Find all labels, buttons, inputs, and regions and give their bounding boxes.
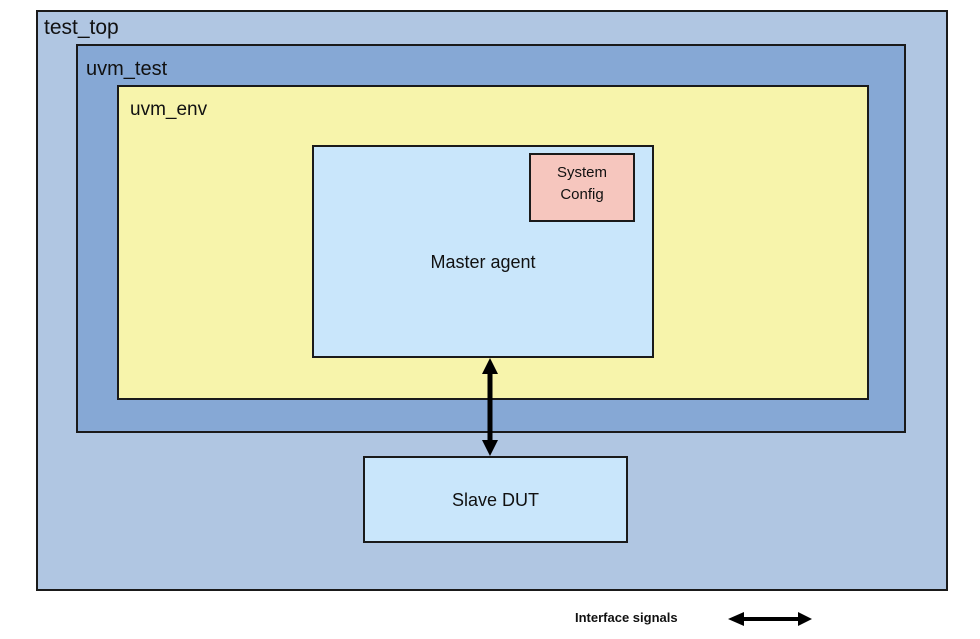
system-config-label-line2: Config xyxy=(560,186,604,203)
uvm-env-label: uvm_env xyxy=(130,99,208,120)
system-config-box: System Config xyxy=(529,153,635,222)
double-arrow-icon xyxy=(728,612,812,626)
master-agent-label: Master agent xyxy=(430,252,536,272)
slave-dut-label: Slave DUT xyxy=(451,490,540,510)
slave-dut-box: Slave DUT xyxy=(363,456,628,543)
uvm-test-label: uvm_test xyxy=(86,58,168,80)
test-top-label: test_top xyxy=(44,16,119,39)
system-config-label-line1: System xyxy=(556,164,607,181)
legend-label: Interface signals xyxy=(575,610,678,625)
